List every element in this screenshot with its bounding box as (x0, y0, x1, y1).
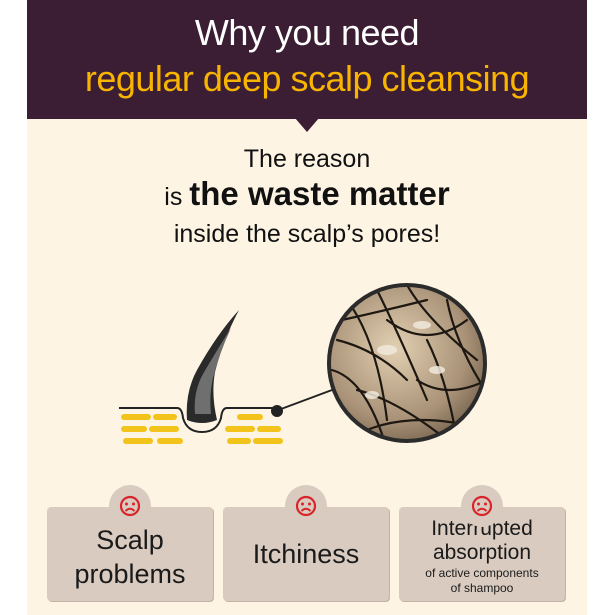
reason-line-2: is the waste matter (27, 175, 587, 213)
reason-prefix: is (164, 183, 190, 211)
card-text-line-1: Itchiness (252, 539, 360, 569)
banner-subtitle: regular deep scalp cleansing (84, 58, 530, 99)
card-text-line-1: Interrupted (431, 517, 533, 540)
magnified-scalp-view (329, 285, 485, 441)
banner-pointer (295, 118, 319, 132)
scalp-illustration (119, 283, 487, 444)
sad-face-icon (109, 485, 151, 527)
header-banner: Why you need regular deep scalp cleansin… (27, 0, 587, 119)
infographic-panel: Why you need regular deep scalp cleansin… (27, 0, 587, 615)
sad-face-icon (461, 485, 503, 527)
card-text-line-2: absorption (432, 541, 532, 564)
skin-layer-dashes (121, 414, 283, 444)
skin-surface (119, 407, 273, 434)
card-text-line-2: problems (74, 559, 186, 589)
reason-line-1: The reason (243, 145, 371, 173)
card-text-line-1: Scalp (96, 525, 164, 555)
card-subtext-1: of active components (425, 566, 539, 580)
reason-line-3: inside the scalp’s pores! (173, 220, 441, 248)
sad-face-icon (285, 485, 327, 527)
reason-emphasis: the waste matter (189, 175, 450, 212)
banner-title: Why you need (194, 12, 420, 53)
card-subtext-2: of shampoo (450, 581, 514, 595)
